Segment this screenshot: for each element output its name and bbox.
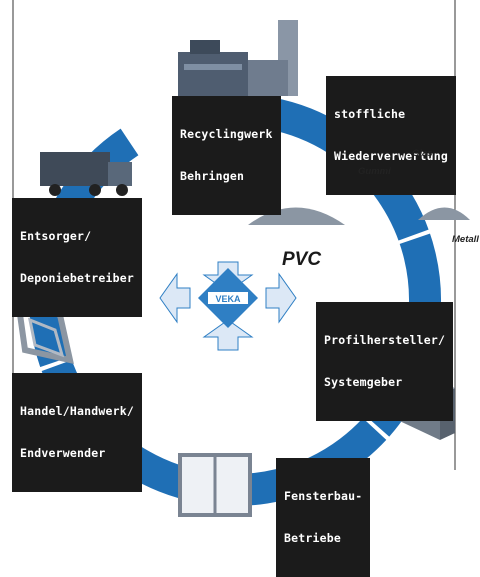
label-recycling: Recyclingwerk Behringen xyxy=(172,96,281,215)
label-line: Behringen xyxy=(180,169,245,183)
label-line: Entsorger/ xyxy=(20,229,92,243)
label-window: Fensterbau- Betriebe xyxy=(276,458,371,577)
label-disposal: Entsorger/ Deponiebetreiber xyxy=(12,198,142,317)
label-line: Recyclingwerk xyxy=(180,127,273,141)
label-trade: Handel/Handwerk/ Endverwender xyxy=(12,373,142,492)
pile-label-glass: Glas xyxy=(412,148,433,159)
label-line: Deponiebetreiber xyxy=(20,271,134,285)
truck-icon xyxy=(40,152,132,196)
label-line: Endverwender xyxy=(20,446,106,460)
label-line: Profilhersteller/ xyxy=(324,333,446,347)
logo-text: VEKA xyxy=(215,294,241,304)
veka-logo: VEKA xyxy=(198,268,258,328)
window-frame-icon xyxy=(178,453,252,517)
recycling-cycle-diagram: VEKA PVC Recyclingwerk Behringen stoffli… xyxy=(12,0,479,577)
label-line: Handel/Handwerk/ xyxy=(20,404,134,418)
label-line: Fensterbau- xyxy=(284,489,363,503)
label-line: Betriebe xyxy=(284,531,341,545)
recycling-plant-icon xyxy=(178,20,298,96)
label-line: Systemgeber xyxy=(324,375,403,389)
center-label: PVC xyxy=(282,249,322,270)
label-material: stoffliche Wiederverwertung xyxy=(326,76,456,195)
label-profile: Profilhersteller/ Systemgeber xyxy=(316,302,454,421)
pile-label-metal: Metall xyxy=(452,234,479,245)
label-line: stoffliche xyxy=(334,107,406,121)
label-line: Wiederverwertung xyxy=(334,149,448,163)
pile-label-rubber: Gummi xyxy=(358,166,391,177)
